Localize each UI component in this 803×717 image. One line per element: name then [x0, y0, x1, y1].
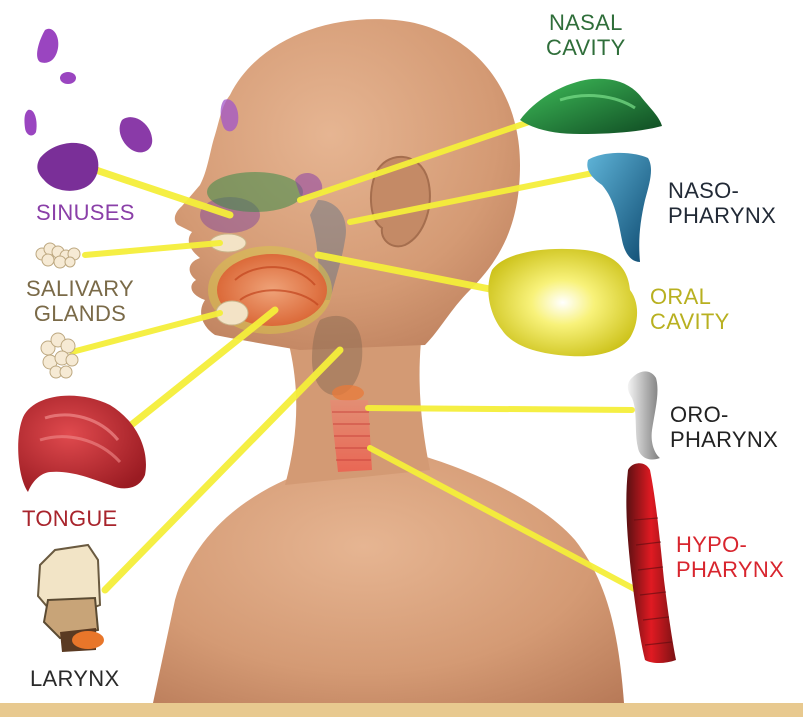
label-oropharynx: ORO- PHARYNX: [670, 402, 778, 452]
label-hypopharynx: HYPO- PHARYNX: [676, 532, 784, 582]
sinus-maxillary-shape: [37, 143, 98, 191]
tongue-illustration: [18, 396, 146, 492]
hypopharynx-illustration: [626, 463, 676, 663]
label-tongue: TONGUE: [22, 506, 118, 531]
sinus-frontal-shape: [37, 29, 58, 63]
nasal-cavity-illustration: [520, 79, 662, 134]
internal-nasal-cavity: [207, 172, 303, 212]
label-nasal-cavity: NASAL CAVITY: [546, 10, 626, 60]
pointer-oropharynx: [368, 408, 632, 410]
sinus-ethmoid-left-shape: [24, 110, 36, 136]
label-salivary-glands: SALIVARY GLANDS: [26, 276, 134, 326]
pointer-tongue: [125, 310, 275, 430]
oropharynx-illustration: [628, 371, 660, 459]
bottom-bar: [0, 703, 803, 717]
sinus-small-shape: [60, 72, 76, 84]
torso-silhouette: [150, 455, 625, 717]
label-sinuses: SINUSES: [36, 200, 135, 225]
oral-cavity-illustration: [488, 249, 637, 356]
nasopharynx-illustration: [587, 153, 651, 262]
larynx-cricoid: [72, 631, 104, 649]
salivary-gland-upper-cluster: [36, 243, 80, 268]
internal-larynx-cartilage: [332, 385, 364, 401]
label-larynx: LARYNX: [30, 666, 119, 691]
label-oral-cavity: ORAL CAVITY: [650, 284, 730, 334]
sinus-ethmoid-right-shape: [120, 117, 153, 152]
salivary-gland-lower-cluster: [41, 333, 78, 378]
label-nasopharynx: NASO- PHARYNX: [668, 178, 776, 228]
